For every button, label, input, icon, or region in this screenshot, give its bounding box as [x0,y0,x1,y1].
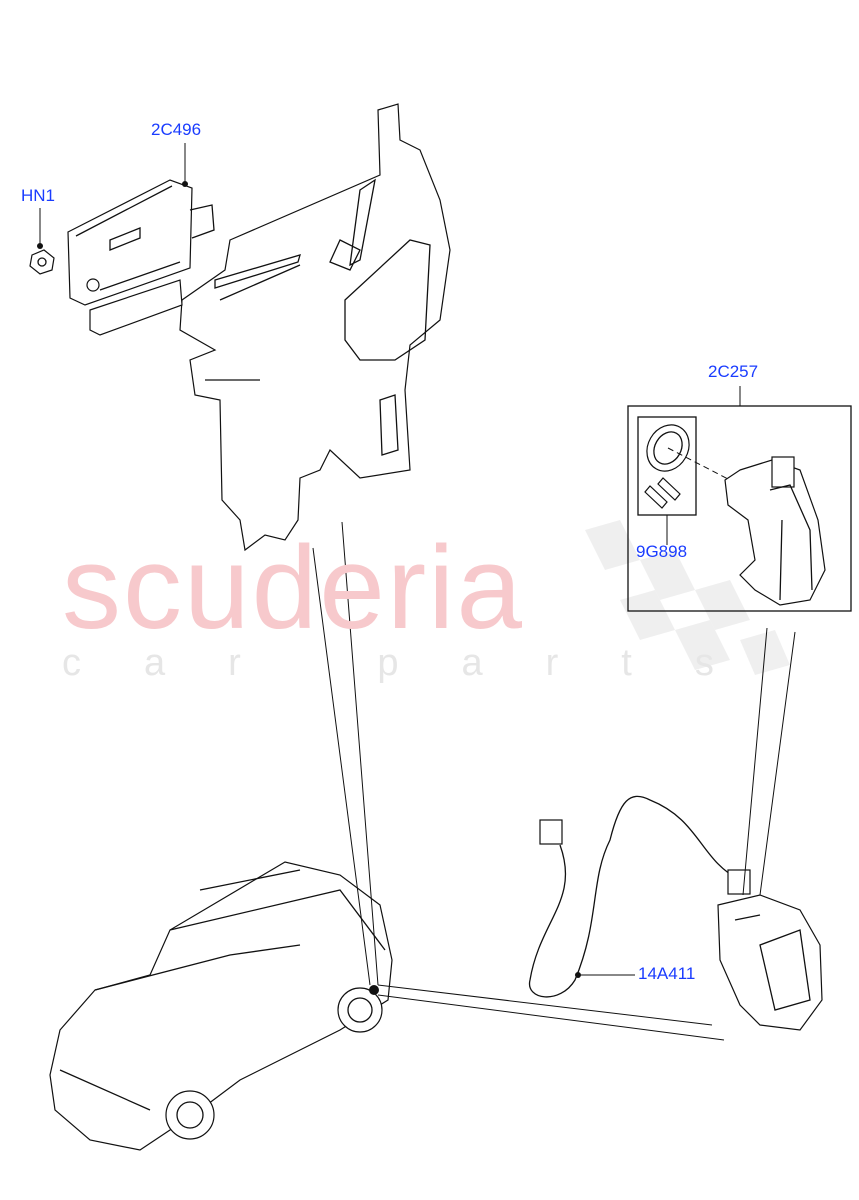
vehicle [49,861,393,1151]
actuator-motor [724,456,826,606]
watermark-brand: scuderia [62,522,525,654]
callout-2c496[interactable]: 2C496 [151,120,202,139]
callout-hn1[interactable]: HN1 [21,186,56,205]
mounting-bracket [179,103,451,552]
nut-hn1 [29,243,55,275]
parking-brake-module [67,179,215,336]
brake-caliper [717,894,823,1031]
leader-lines [39,143,796,1041]
callout-9g898[interactable]: 9G898 [636,542,688,561]
callout-14a411[interactable]: 14A411 [638,964,696,983]
bolts [644,477,681,509]
watermark-tagline: car parts [62,642,777,684]
callout-2c257[interactable]: 2C257 [708,362,759,381]
